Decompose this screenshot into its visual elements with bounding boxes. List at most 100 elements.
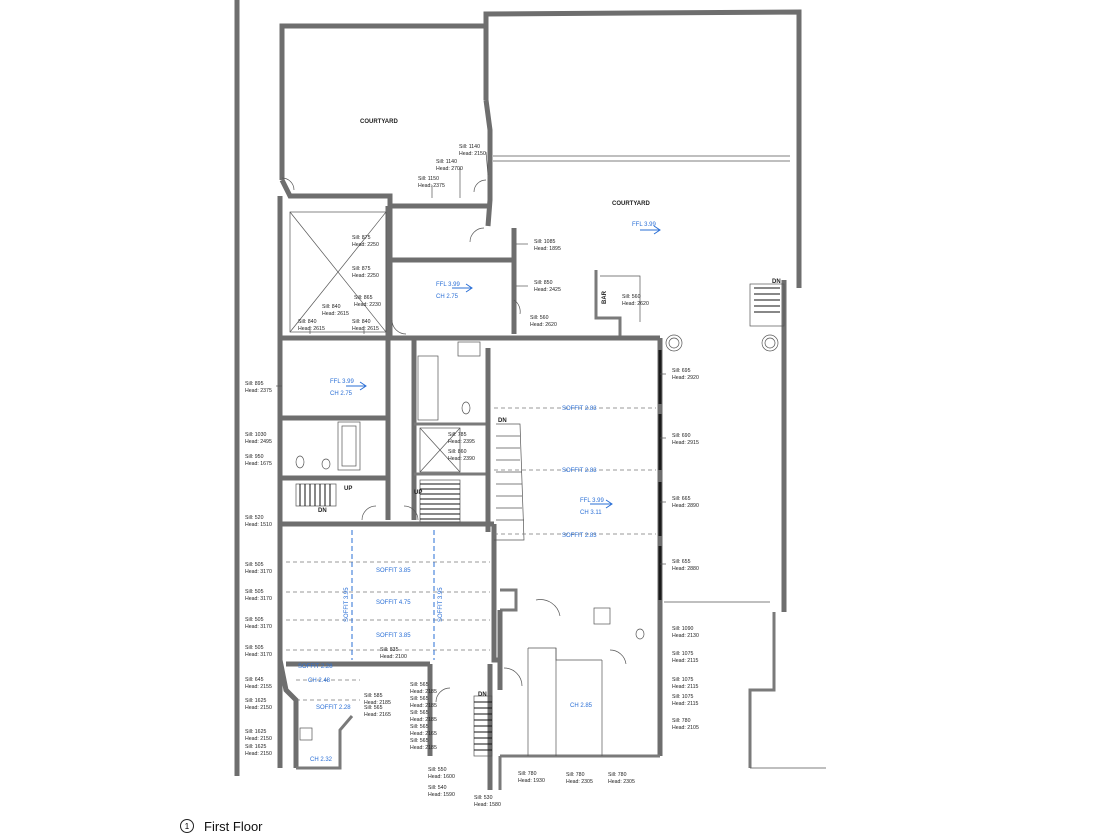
stair-west	[295, 483, 337, 507]
window-head: Head: 1510	[245, 522, 272, 528]
ffl-label: FFL 3.99	[436, 282, 460, 288]
room-label-courtyard-east: COURTYARD	[612, 201, 650, 207]
stair-south	[473, 695, 493, 757]
window-head: Head: 3170	[245, 652, 272, 658]
ch-label: CH 3.11	[580, 510, 602, 516]
annotation-dn-courtyard: DN	[772, 279, 781, 285]
window-head: Head: 2620	[622, 301, 649, 307]
window-sill: Sill: 835	[380, 647, 399, 653]
window-sill: Sill: 850	[534, 280, 553, 286]
soffit-label: SOFFIT 3.85	[376, 633, 411, 639]
ch-label: CH 2.85	[570, 703, 593, 709]
window-tags: Sill: 1140 Head: 2150 Sill: 1140 Head: 2…	[245, 144, 699, 808]
window-sill: Sill: 1075	[672, 677, 693, 683]
stair-hall	[494, 423, 525, 541]
window-sill: Sill: 860	[448, 449, 467, 455]
annotation-up-central: UP	[414, 490, 422, 496]
window-sill: Sill: 1625	[245, 729, 266, 735]
window-head: Head: 2155	[245, 684, 272, 690]
ch-label: CH 2.75	[436, 294, 459, 300]
soffit-label: SOFFIT 4.75	[376, 600, 411, 606]
window-sill: Sill: 565	[410, 738, 429, 744]
column	[761, 334, 779, 352]
ffl-label: FFL 3.99	[632, 222, 656, 228]
annotation-up-west: UP	[344, 486, 352, 492]
window-sill: Sill: 780	[608, 772, 627, 778]
window-sill: Sill: 565	[410, 724, 429, 730]
annotation-dn-south: DN	[478, 692, 487, 698]
window-head: Head: 2700	[436, 166, 463, 172]
stair-central	[419, 479, 461, 523]
window-sill: Sill: 1150	[418, 176, 439, 182]
window-sill: Sill: 565	[410, 710, 429, 716]
window-head: Head: 2615	[352, 326, 379, 332]
ch-label: CH 2.48	[308, 678, 331, 684]
window-head: Head: 1675	[245, 461, 272, 467]
window-sill: Sill: 1625	[245, 744, 266, 750]
window-sill: Sill: 865	[354, 295, 373, 301]
window-head: Head: 2150	[245, 705, 272, 711]
soffit-lines	[286, 407, 656, 701]
window-sill: Sill: 780	[518, 771, 537, 777]
window-head: Head: 2375	[418, 183, 445, 189]
annotation-dn-hall: DN	[498, 418, 507, 424]
window-sill: Sill: 780	[672, 718, 691, 724]
window-sill: Sill: 895	[245, 381, 264, 387]
lift-bay	[299, 727, 313, 741]
window-sill: Sill: 690	[672, 433, 691, 439]
level-labels: FFL 3.99 FFL 3.99 CH 2.75 FFL 3.99 CH 2.…	[330, 222, 656, 516]
window-head: Head: 2105	[672, 725, 699, 731]
annotation-dn-west: DN	[318, 508, 327, 514]
window-head: Head: 2230	[354, 302, 381, 308]
window-head: Head: 3170	[245, 596, 272, 602]
lift	[593, 607, 611, 625]
soffit-label: SOFFIT 2.28	[316, 705, 351, 711]
room-label-courtyard-north: COURTYARD	[360, 119, 398, 125]
window-head: Head: 2495	[245, 439, 272, 445]
window-head: Head: 2130	[672, 633, 699, 639]
window-head: Head: 2615	[322, 311, 349, 317]
drawing-title-block: 1 First Floor	[180, 818, 263, 834]
window-head: Head: 1590	[428, 792, 455, 798]
wc	[295, 455, 305, 469]
annotation-bar: BAR	[602, 290, 608, 304]
window-head: Head: 3170	[245, 569, 272, 575]
window-sill: Sill: 565	[410, 682, 429, 688]
window-sill: Sill: 875	[352, 266, 371, 272]
window-head: Head: 2395	[448, 439, 475, 445]
window-sill: Sill: 1140	[459, 144, 480, 150]
window-head: Head: 2115	[672, 701, 699, 707]
window-sill: Sill: 840	[352, 319, 371, 325]
window-sill: Sill: 645	[245, 677, 264, 683]
window-sill: Sill: 1085	[534, 239, 555, 245]
ffl-label: FFL 3.99	[580, 498, 604, 504]
window-sill: Sill: 530	[474, 795, 493, 801]
window-head: Head: 1895	[534, 246, 561, 252]
soffit-label: SOFFIT 3.95	[344, 587, 350, 622]
leader-lines	[276, 151, 666, 565]
window-head: Head: 2150	[459, 151, 486, 157]
window-head: Head: 2620	[530, 322, 557, 328]
window-sill: Sill: 665	[672, 496, 691, 502]
window-head: Head: 2250	[352, 242, 379, 248]
window-sill: Sill: 560	[622, 294, 641, 300]
soffit-label: SOFFIT 3.85	[376, 568, 411, 574]
window-sill: Sill: 780	[566, 772, 585, 778]
window-sill: Sill: 550	[428, 767, 447, 773]
window-sill: Sill: 565	[410, 696, 429, 702]
window-head: Head: 2375	[245, 388, 272, 394]
window-sill: Sill: 785	[448, 432, 467, 438]
window-head: Head: 2150	[245, 736, 272, 742]
window-sill: Sill: 950	[245, 454, 264, 460]
window-sill: Sill: 565	[364, 705, 383, 711]
window-head: Head: 2185	[410, 745, 437, 751]
fixtures	[281, 177, 785, 757]
window-sill: Sill: 840	[298, 319, 317, 325]
window-sill: Sill: 875	[352, 235, 371, 241]
window-sill: Sill: 540	[428, 785, 447, 791]
soffit-label: SOFFIT 2.28	[298, 664, 333, 670]
window-head: Head: 2390	[448, 456, 475, 462]
wc-central	[461, 401, 471, 415]
window-sill: Sill: 505	[245, 645, 264, 651]
